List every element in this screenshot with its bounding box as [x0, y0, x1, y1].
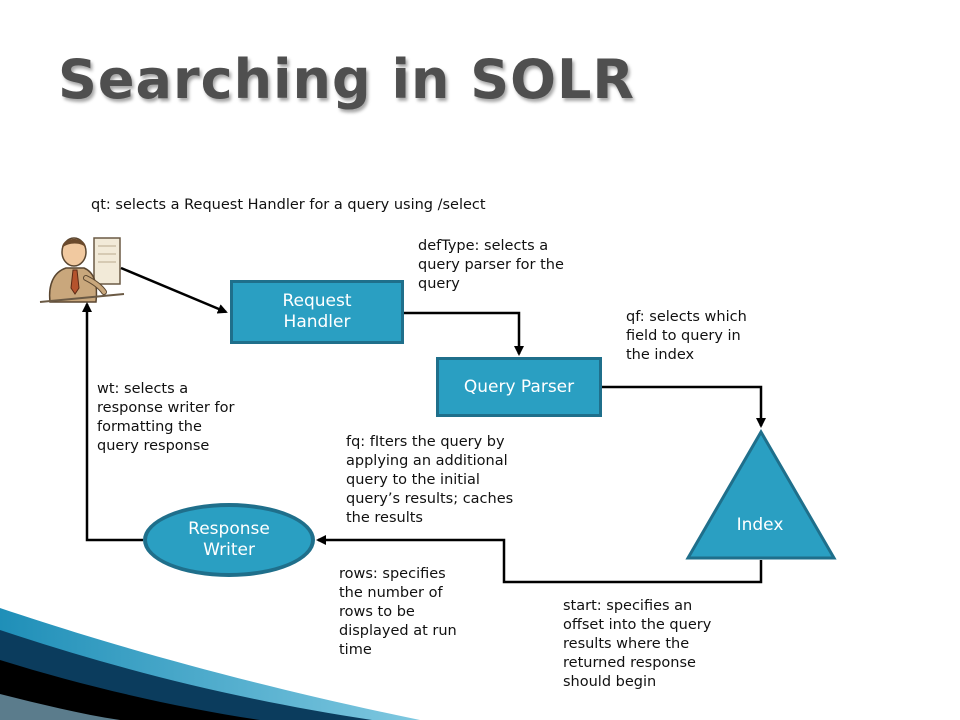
- arrow-request-handler-to-query-parser: [404, 311, 524, 356]
- note-fq: fq: fIters the query by applying an addi…: [346, 434, 514, 526]
- arrow-index-to-response-writer: [316, 535, 763, 584]
- slide-title: Searching in SOLR: [58, 48, 635, 111]
- index-node: [685, 429, 837, 560]
- query-parser-node: Query Parser: [436, 357, 602, 417]
- index-label: Index: [736, 515, 784, 535]
- request-handler-label: Request Handler: [282, 291, 352, 332]
- note-rows: rows: specifies the number of rows to be…: [339, 566, 457, 658]
- request-handler-node: Request Handler: [230, 280, 404, 344]
- query-parser-label: Query Parser: [463, 376, 575, 397]
- arrow-user-to-request-handler: [120, 266, 228, 314]
- note-qf: qf: selects which field to query in the …: [626, 309, 747, 363]
- note-start: start: specifies an offset into the quer…: [563, 598, 712, 690]
- businessman-at-computer-icon: [39, 237, 125, 303]
- arrow-response-writer-to-user: [82, 302, 143, 542]
- arrow-query-parser-to-index: [602, 385, 766, 428]
- response-writer-node: Response Writer: [143, 503, 315, 577]
- note-deftype: defType: selects a query parser for the …: [418, 238, 564, 292]
- note-qt: qt: selects a Request Handler for a quer…: [91, 197, 486, 213]
- response-writer-label: Response Writer: [188, 519, 270, 560]
- note-wt: wt: selects a response writer for format…: [97, 381, 235, 454]
- corner-swoosh-decoration: [0, 608, 420, 720]
